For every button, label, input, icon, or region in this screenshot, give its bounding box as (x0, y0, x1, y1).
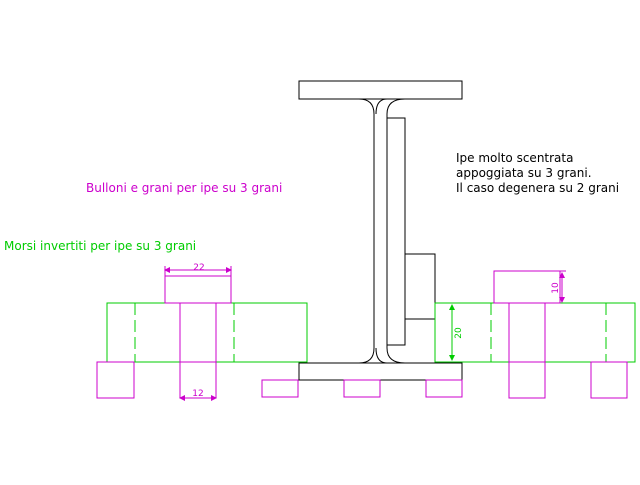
left-grain-1 (96, 361, 135, 399)
clamps-label: Morsi invertiti per ipe su 3 grani (4, 239, 196, 253)
dimension-top-width: 22 (164, 263, 232, 276)
bolts-label: Bulloni e grani per ipe su 3 grani (86, 181, 282, 195)
right-clamp-assembly (434, 270, 636, 399)
dimension-step-height-label: 10 (551, 282, 561, 294)
beam-web-plate (386, 117, 406, 346)
beam-support-grains (261, 379, 463, 398)
offset-note-line-1: Ipe molto scentrata (456, 151, 573, 165)
grain-under-beam-1 (261, 379, 299, 398)
dimension-slot-width: 12 (179, 389, 217, 401)
beam-top-flange (298, 80, 463, 100)
dimension-slot-width-label: 12 (192, 389, 203, 399)
grain-under-beam-3 (425, 379, 463, 398)
left-clamp-body (106, 302, 308, 363)
right-grain-1 (508, 361, 546, 399)
left-clamp-assembly (96, 275, 308, 399)
left-clamp-top-step (164, 275, 232, 304)
dimension-block-height: 20 (449, 304, 464, 361)
beam-bottom-flange (298, 362, 463, 381)
beam-web (358, 98, 406, 364)
dimension-step-height: 10 (551, 270, 566, 303)
offset-note-line-3: Il caso degenera su 2 grani (456, 181, 619, 195)
offset-note-line-2: appoggiata su 3 grani. (456, 166, 592, 180)
dimension-top-width-label: 22 (193, 263, 204, 273)
dimension-block-height-label: 20 (454, 327, 464, 339)
beam-spacer-block (404, 253, 436, 320)
ipe-beam (298, 80, 463, 381)
grain-under-beam-2 (343, 379, 381, 398)
offset-note: Ipe molto scentrata appoggiata su 3 gran… (456, 151, 619, 195)
right-grain-2 (590, 361, 628, 399)
right-clamp-body (434, 302, 636, 363)
